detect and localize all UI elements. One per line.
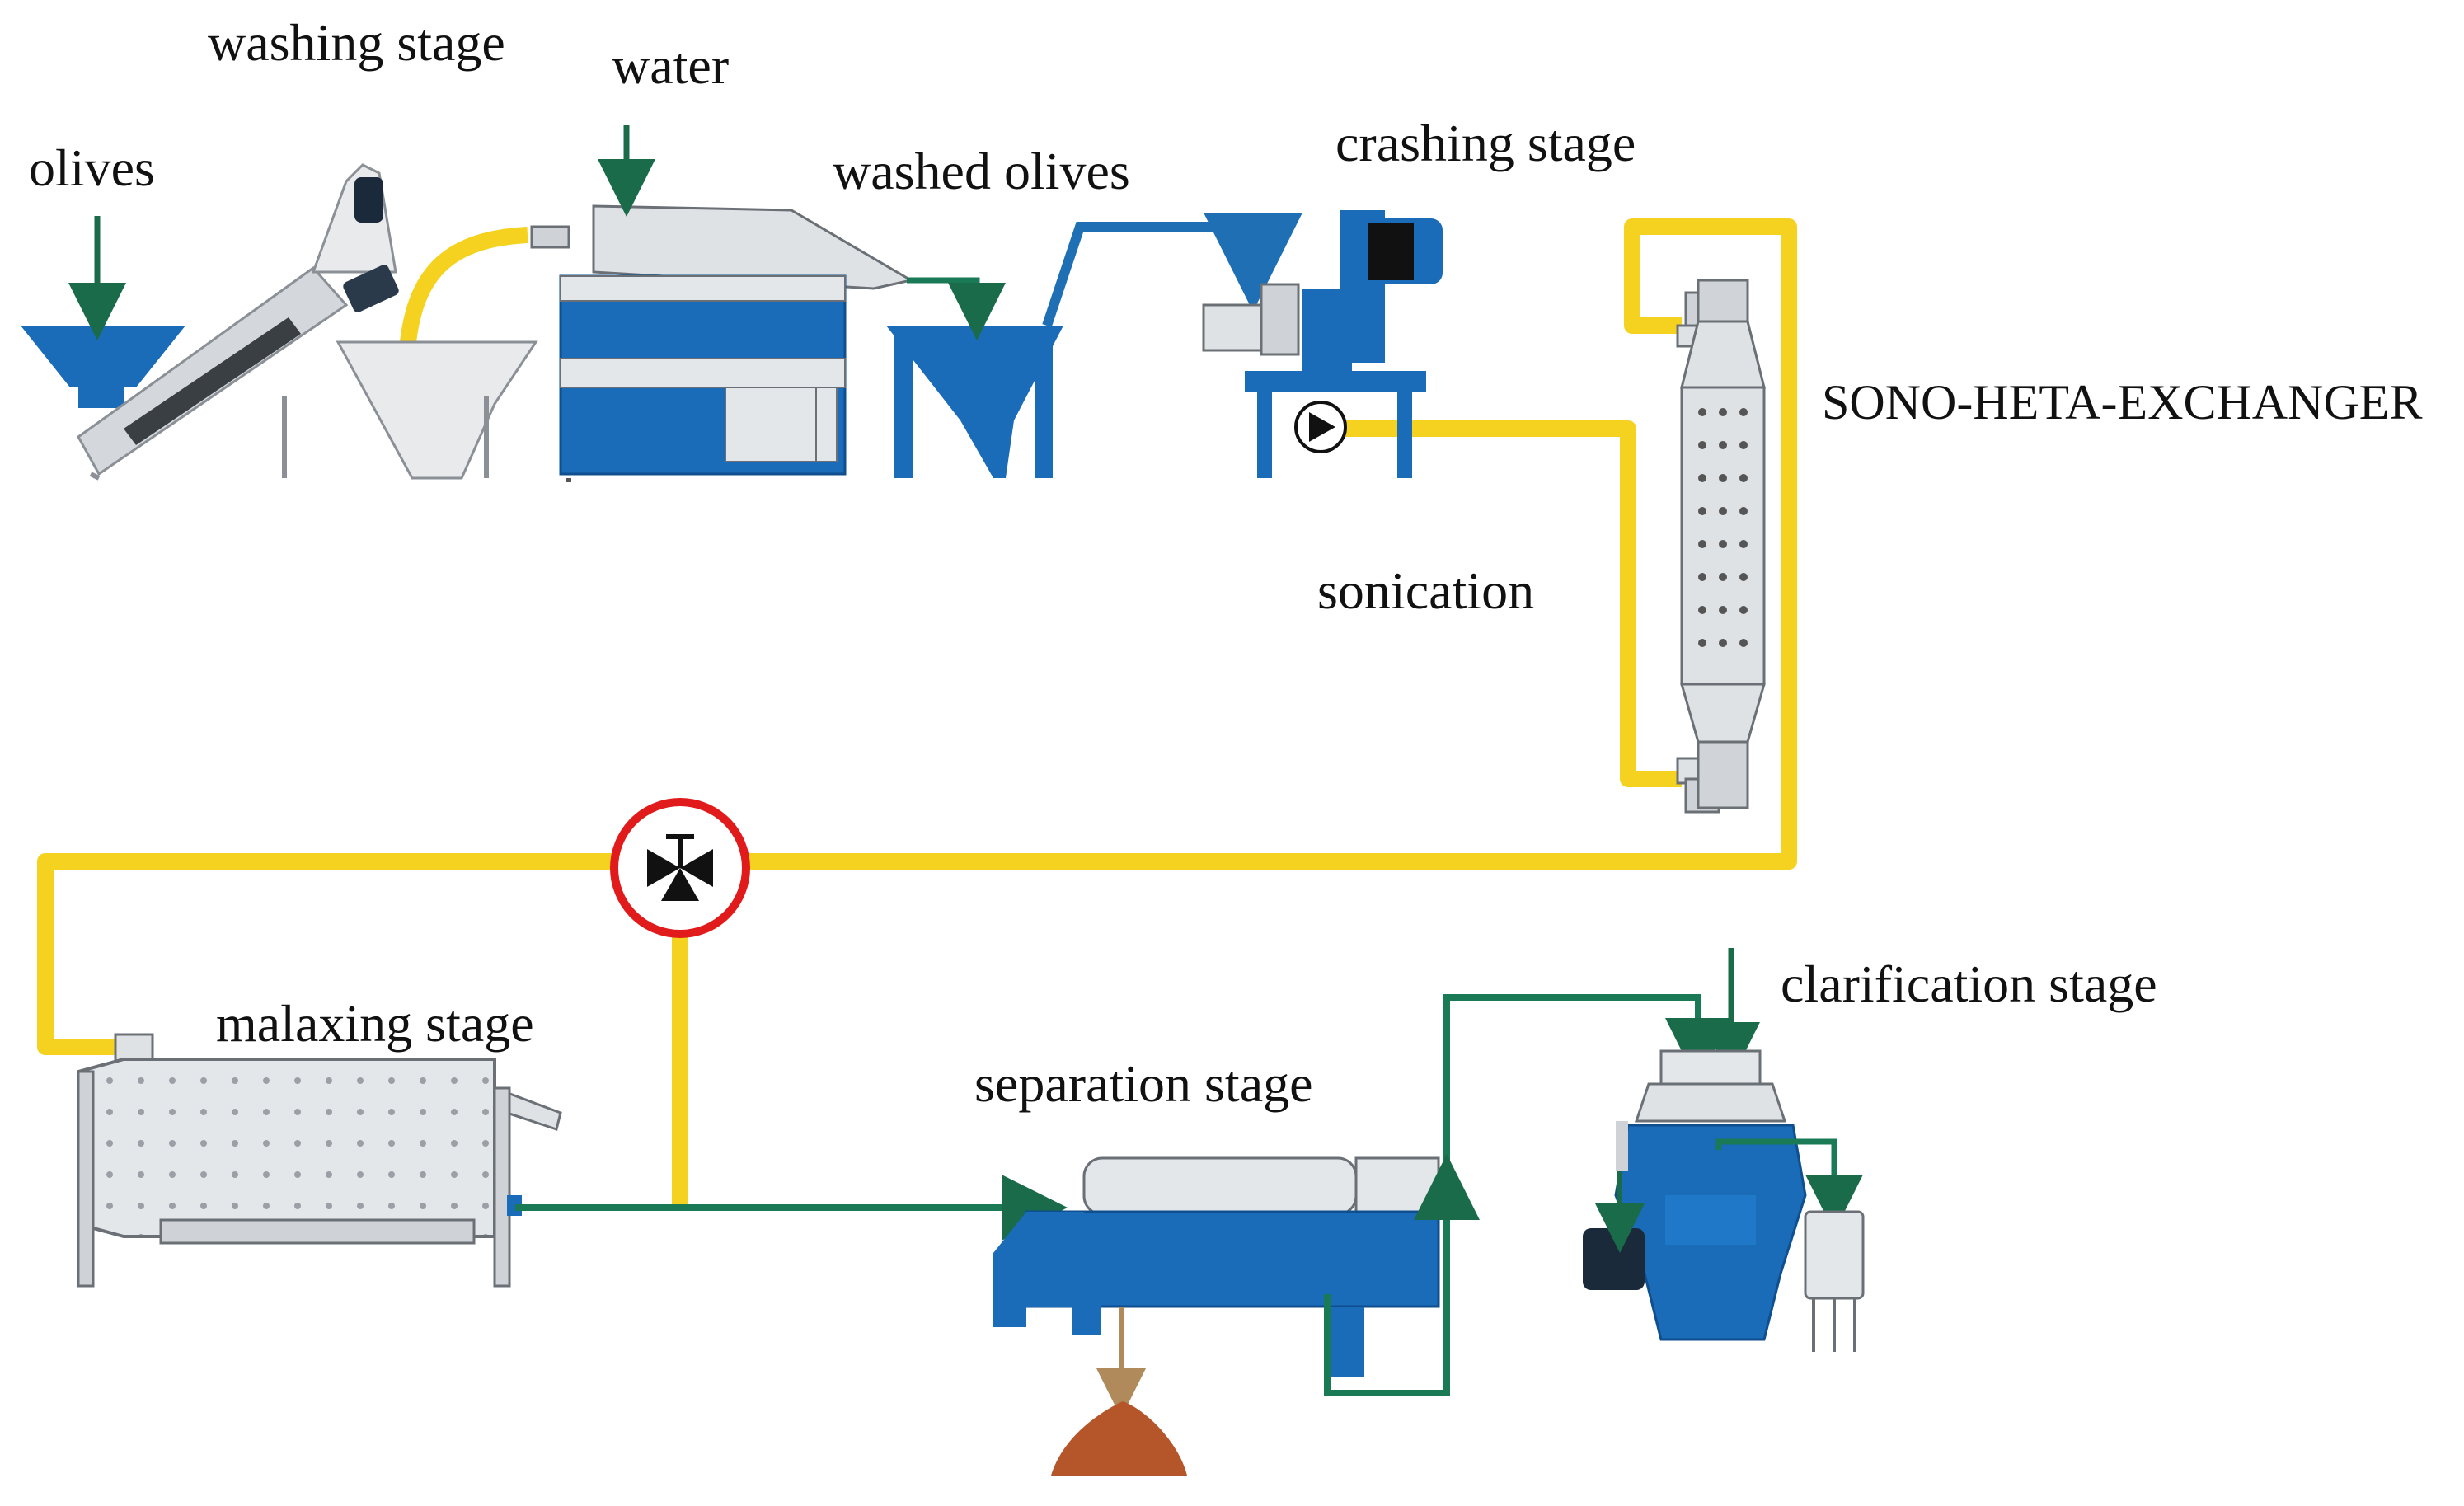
washing-tank xyxy=(530,204,915,482)
washed-olives-hopper xyxy=(886,326,1063,478)
pomace-pile xyxy=(1051,1401,1187,1476)
yellow-pipeline xyxy=(37,218,1797,1205)
pump-icon xyxy=(1294,401,1347,453)
olives-label: olives xyxy=(29,138,155,197)
olive-hopper xyxy=(21,326,185,408)
washed-olives-arrow xyxy=(907,277,1006,340)
three-way-valve-icon xyxy=(610,798,750,938)
separation-stage-label: separation stage xyxy=(974,1054,1313,1113)
exchanger-transducers xyxy=(1698,408,1748,647)
malaxing-stage-label: malaxing stage xyxy=(216,994,534,1053)
inclined-conveyor xyxy=(77,265,349,481)
sono-heat-exchanger xyxy=(1676,279,1766,814)
clarification-stage-label: clarification stage xyxy=(1781,955,2157,1013)
water-label: water xyxy=(612,36,730,95)
blue-transfer-pipe xyxy=(1042,213,1302,327)
clarifier-centrifuge xyxy=(1583,1049,1807,1341)
washing-machine xyxy=(282,163,538,480)
sonication-label: sonication xyxy=(1317,561,1535,620)
crashing-stage-label: crashing stage xyxy=(1335,114,1636,172)
oil-tank xyxy=(1804,1210,1865,1352)
washed-olives-label: washed olives xyxy=(833,142,1130,200)
oil-line xyxy=(1324,994,1731,1396)
decanter xyxy=(993,1156,1440,1377)
crusher xyxy=(1202,210,1443,478)
clarified-oil-pipe xyxy=(1715,1138,1863,1232)
washing-stage-label: washing stage xyxy=(208,13,505,72)
malaxer xyxy=(77,1033,562,1288)
exchanger-label: SONO-HETA-EXCHANGER xyxy=(1822,375,2423,429)
